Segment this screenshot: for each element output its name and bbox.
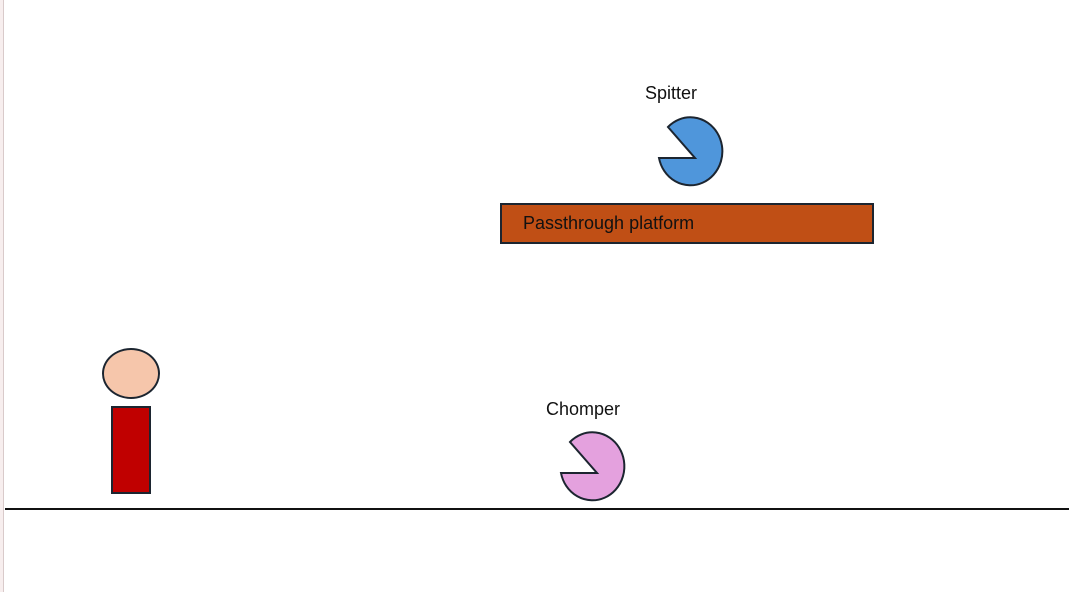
spitter-enemy <box>657 116 724 187</box>
player-body <box>111 406 151 494</box>
ground-line <box>5 508 1069 510</box>
chomper-enemy <box>559 431 626 502</box>
player-head <box>102 348 160 399</box>
chomper-label: Chomper <box>546 399 621 419</box>
spitter-label: Spitter <box>645 83 698 103</box>
chomper-body <box>559 431 626 502</box>
spitter-body <box>657 116 724 187</box>
passthrough-platform: Passthrough platform <box>500 203 874 244</box>
platform-label: Passthrough platform <box>523 213 695 233</box>
page-left-edge <box>0 0 4 592</box>
